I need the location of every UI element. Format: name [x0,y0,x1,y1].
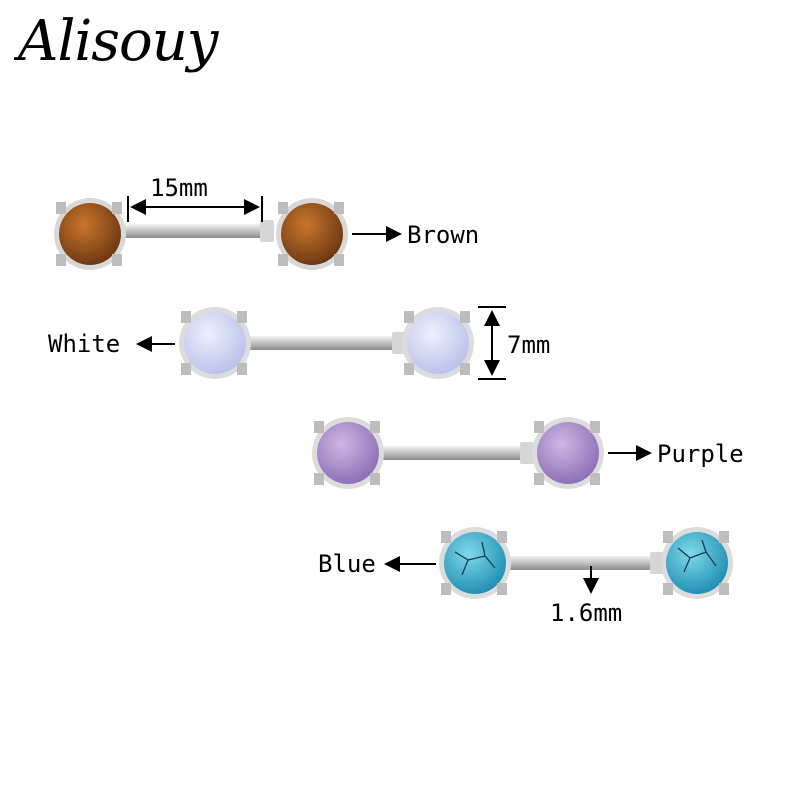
barbell-white [179,307,474,379]
prong-setting [439,527,511,599]
barbell-blue [439,527,733,599]
prong-setting [661,527,733,599]
bar-length-dimension [127,196,263,222]
variant-label-brown: Brown [407,221,480,249]
variant-label-white: White [48,330,121,358]
prong-setting [54,198,126,270]
variant-label-purple: Purple [657,440,744,468]
ball-diameter-label: 7mm [507,331,551,359]
prong-setting [402,307,474,379]
barbell-brown [54,198,348,270]
bar-thickness-label: 1.6mm [550,599,623,627]
variant-label-blue: Blue [318,550,376,578]
brand-logo: Alisouy [18,9,218,74]
prong-setting [179,307,251,379]
barbell-purple [312,417,604,489]
prong-setting [312,417,384,489]
prong-setting [532,417,604,489]
prong-setting [276,198,348,270]
ball-diameter-dimension [478,306,506,380]
bar-length-label: 15mm [150,174,208,202]
